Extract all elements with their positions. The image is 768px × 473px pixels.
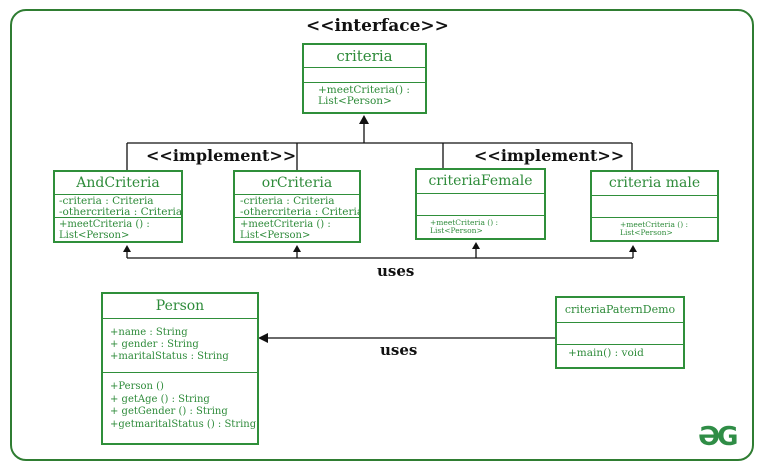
method-line: +main() : void	[568, 347, 644, 359]
class-and-criteria-attributes: -criteria : Criteria -othercriteria : Cr…	[55, 195, 181, 218]
class-or-criteria-methods: +meetCriteria () : List<Person>	[235, 218, 359, 241]
geeksforgeeks-logo-icon: ƏG	[698, 422, 738, 452]
attribute-line: +maritalStatus : String	[110, 351, 229, 362]
method-line: List<Person>	[318, 95, 392, 108]
attribute-line: + gender : String	[110, 339, 199, 350]
class-criteria-methods: +meetCriteria() : List<Person>	[304, 83, 425, 112]
class-person-attributes: +name : String + gender : String +marita…	[103, 319, 257, 373]
class-criteria-male-methods: +meetCriteria () : List<Person>	[592, 218, 717, 240]
interface-arrowhead	[359, 115, 369, 124]
interface-stereotype-label: <<interface>>	[306, 16, 449, 36]
method-line: + getAge () : String	[110, 393, 210, 405]
attribute-line: -othercriteria : Criteria	[59, 206, 181, 218]
method-line: +meetCriteria () :	[430, 218, 499, 227]
class-criteria-patern-demo-name: criteriaPaternDemo	[557, 298, 683, 323]
implement-right-label: <<implement>>	[474, 146, 625, 165]
uses-arrowhead-female	[472, 242, 480, 249]
method-line: List<Person>	[430, 225, 483, 235]
class-or-criteria-attributes: -criteria : Criteria -othercriteria : Cr…	[235, 195, 359, 218]
implement-left-label: <<implement>>	[146, 146, 297, 165]
uses-top-label: uses	[377, 262, 415, 280]
method-line: +meetCriteria () :	[59, 219, 150, 230]
class-and-criteria-methods: +meetCriteria () : List<Person>	[55, 218, 181, 241]
uses-arrowhead-or	[293, 245, 301, 252]
class-and-criteria: AndCriteria -criteria : Criteria -otherc…	[53, 170, 183, 243]
method-line: List<Person>	[59, 229, 130, 241]
class-criteria-female: criteriaFemale +meetCriteria () : List<P…	[415, 168, 546, 240]
class-criteria-attributes	[304, 68, 425, 83]
attribute-line: -othercriteria : Criteria	[240, 206, 359, 218]
class-criteria-female-attributes	[417, 194, 544, 216]
class-criteria-female-methods: +meetCriteria () : List<Person>	[417, 216, 544, 238]
class-criteria-patern-demo-attributes	[557, 323, 683, 345]
class-criteria-patern-demo: criteriaPaternDemo +main() : void	[555, 296, 685, 369]
class-criteria-male-name: criteria male	[592, 172, 717, 196]
method-line: +getmaritalStatus () : String	[110, 418, 257, 430]
method-line: +Person ()	[110, 381, 164, 392]
class-criteria-female-name: criteriaFemale	[417, 170, 544, 194]
class-or-criteria-name: orCriteria	[235, 172, 359, 195]
method-line: +meetCriteria () :	[620, 220, 689, 229]
method-line: +meetCriteria() :	[318, 84, 410, 96]
uses-arrowhead-male	[629, 245, 637, 252]
attribute-line: +name : String	[110, 327, 188, 338]
class-criteria-male-attributes	[592, 196, 717, 218]
class-or-criteria: orCriteria -criteria : Criteria -othercr…	[233, 170, 361, 243]
class-and-criteria-name: AndCriteria	[55, 172, 181, 195]
demo-to-person-arrowhead	[258, 333, 268, 343]
class-criteria: criteria +meetCriteria() : List<Person>	[302, 43, 427, 114]
class-criteria-patern-demo-methods: +main() : void	[557, 345, 683, 367]
method-line: List<Person>	[620, 227, 673, 237]
class-criteria-name: criteria	[304, 45, 425, 68]
uses-bottom-label: uses	[380, 341, 418, 359]
attribute-line: -criteria : Criteria	[240, 195, 335, 207]
class-person-methods: +Person () + getAge () : String + getGen…	[103, 373, 257, 443]
method-line: +meetCriteria () :	[240, 219, 331, 230]
diagram-frame	[10, 9, 754, 461]
class-person-name: Person	[103, 294, 257, 319]
method-line: List<Person>	[240, 229, 311, 241]
method-line: + getGender () : String	[110, 406, 228, 417]
class-criteria-male: criteria male +meetCriteria () : List<Pe…	[590, 170, 719, 242]
class-person: Person +name : String + gender : String …	[101, 292, 259, 445]
uses-arrowhead-and	[123, 245, 131, 252]
attribute-line: -criteria : Criteria	[59, 195, 154, 207]
